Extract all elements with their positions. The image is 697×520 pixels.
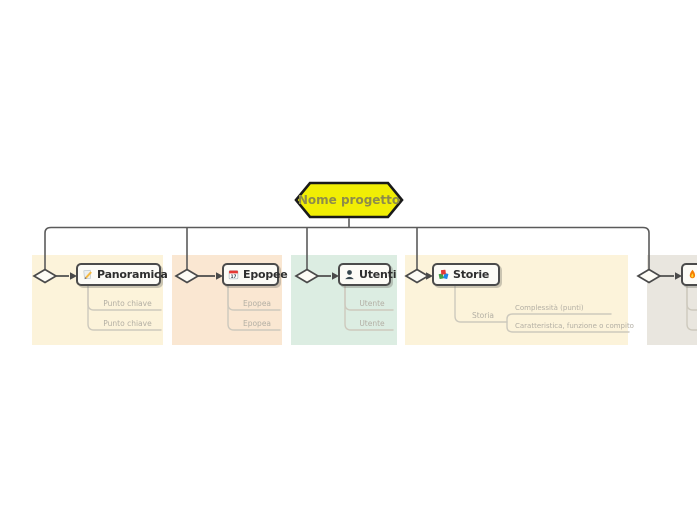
branch-node-utenti[interactable]: Utenti xyxy=(338,263,397,286)
arrowhead xyxy=(332,272,339,280)
memo-icon xyxy=(82,269,93,280)
child-topic-punto-chiave-2[interactable]: Punto chiave xyxy=(103,319,152,328)
child-topic-storia[interactable]: Storia xyxy=(471,311,495,320)
child-topic-utente-2[interactable]: Utente xyxy=(359,319,385,328)
collapse-toggle-epopee[interactable] xyxy=(174,268,200,284)
child-topic-complessita[interactable]: Complessità (punti) xyxy=(515,304,584,312)
branch-bus xyxy=(44,226,650,270)
svg-text:17: 17 xyxy=(231,274,237,279)
arrowhead xyxy=(216,272,223,280)
branch-node-epopee[interactable]: 17 Epopee xyxy=(222,263,288,286)
branch-node-panoramica[interactable]: Panoramica xyxy=(76,263,168,286)
fire-icon xyxy=(687,269,697,280)
child-topic-epopea-2[interactable]: Epopea xyxy=(242,319,272,328)
branch-title: Storie xyxy=(453,268,490,281)
branch-title: Panoramica xyxy=(97,268,168,281)
child-topic-epopea-1[interactable]: Epopea xyxy=(242,299,272,308)
root-hexagon xyxy=(294,181,404,219)
branch-title: Epopee xyxy=(243,268,288,281)
child-topic-utente-1[interactable]: Utente xyxy=(359,299,385,308)
collapse-toggle-utenti[interactable] xyxy=(294,268,320,284)
child-topic-caratteristica[interactable]: Caratteristica, funzione o compito xyxy=(515,322,634,330)
collapse-toggle-hidden[interactable] xyxy=(636,268,662,284)
person-icon xyxy=(344,269,355,280)
branch-node-storie[interactable]: Storie xyxy=(432,263,500,286)
root-label: Nome progetto xyxy=(297,193,401,207)
calendar-icon: 17 xyxy=(228,269,239,280)
child-topic-punto-chiave-1[interactable]: Punto chiave xyxy=(103,299,152,308)
books-icon xyxy=(438,269,449,280)
branch-node-hidden[interactable] xyxy=(681,263,697,286)
collapse-toggle-storie[interactable] xyxy=(404,268,430,284)
root-node[interactable]: Nome progetto xyxy=(293,180,405,220)
branch-title: Utenti xyxy=(359,268,397,281)
arrowhead xyxy=(675,272,682,280)
collapse-toggle-panoramica[interactable] xyxy=(32,268,58,284)
arrowhead xyxy=(70,272,77,280)
